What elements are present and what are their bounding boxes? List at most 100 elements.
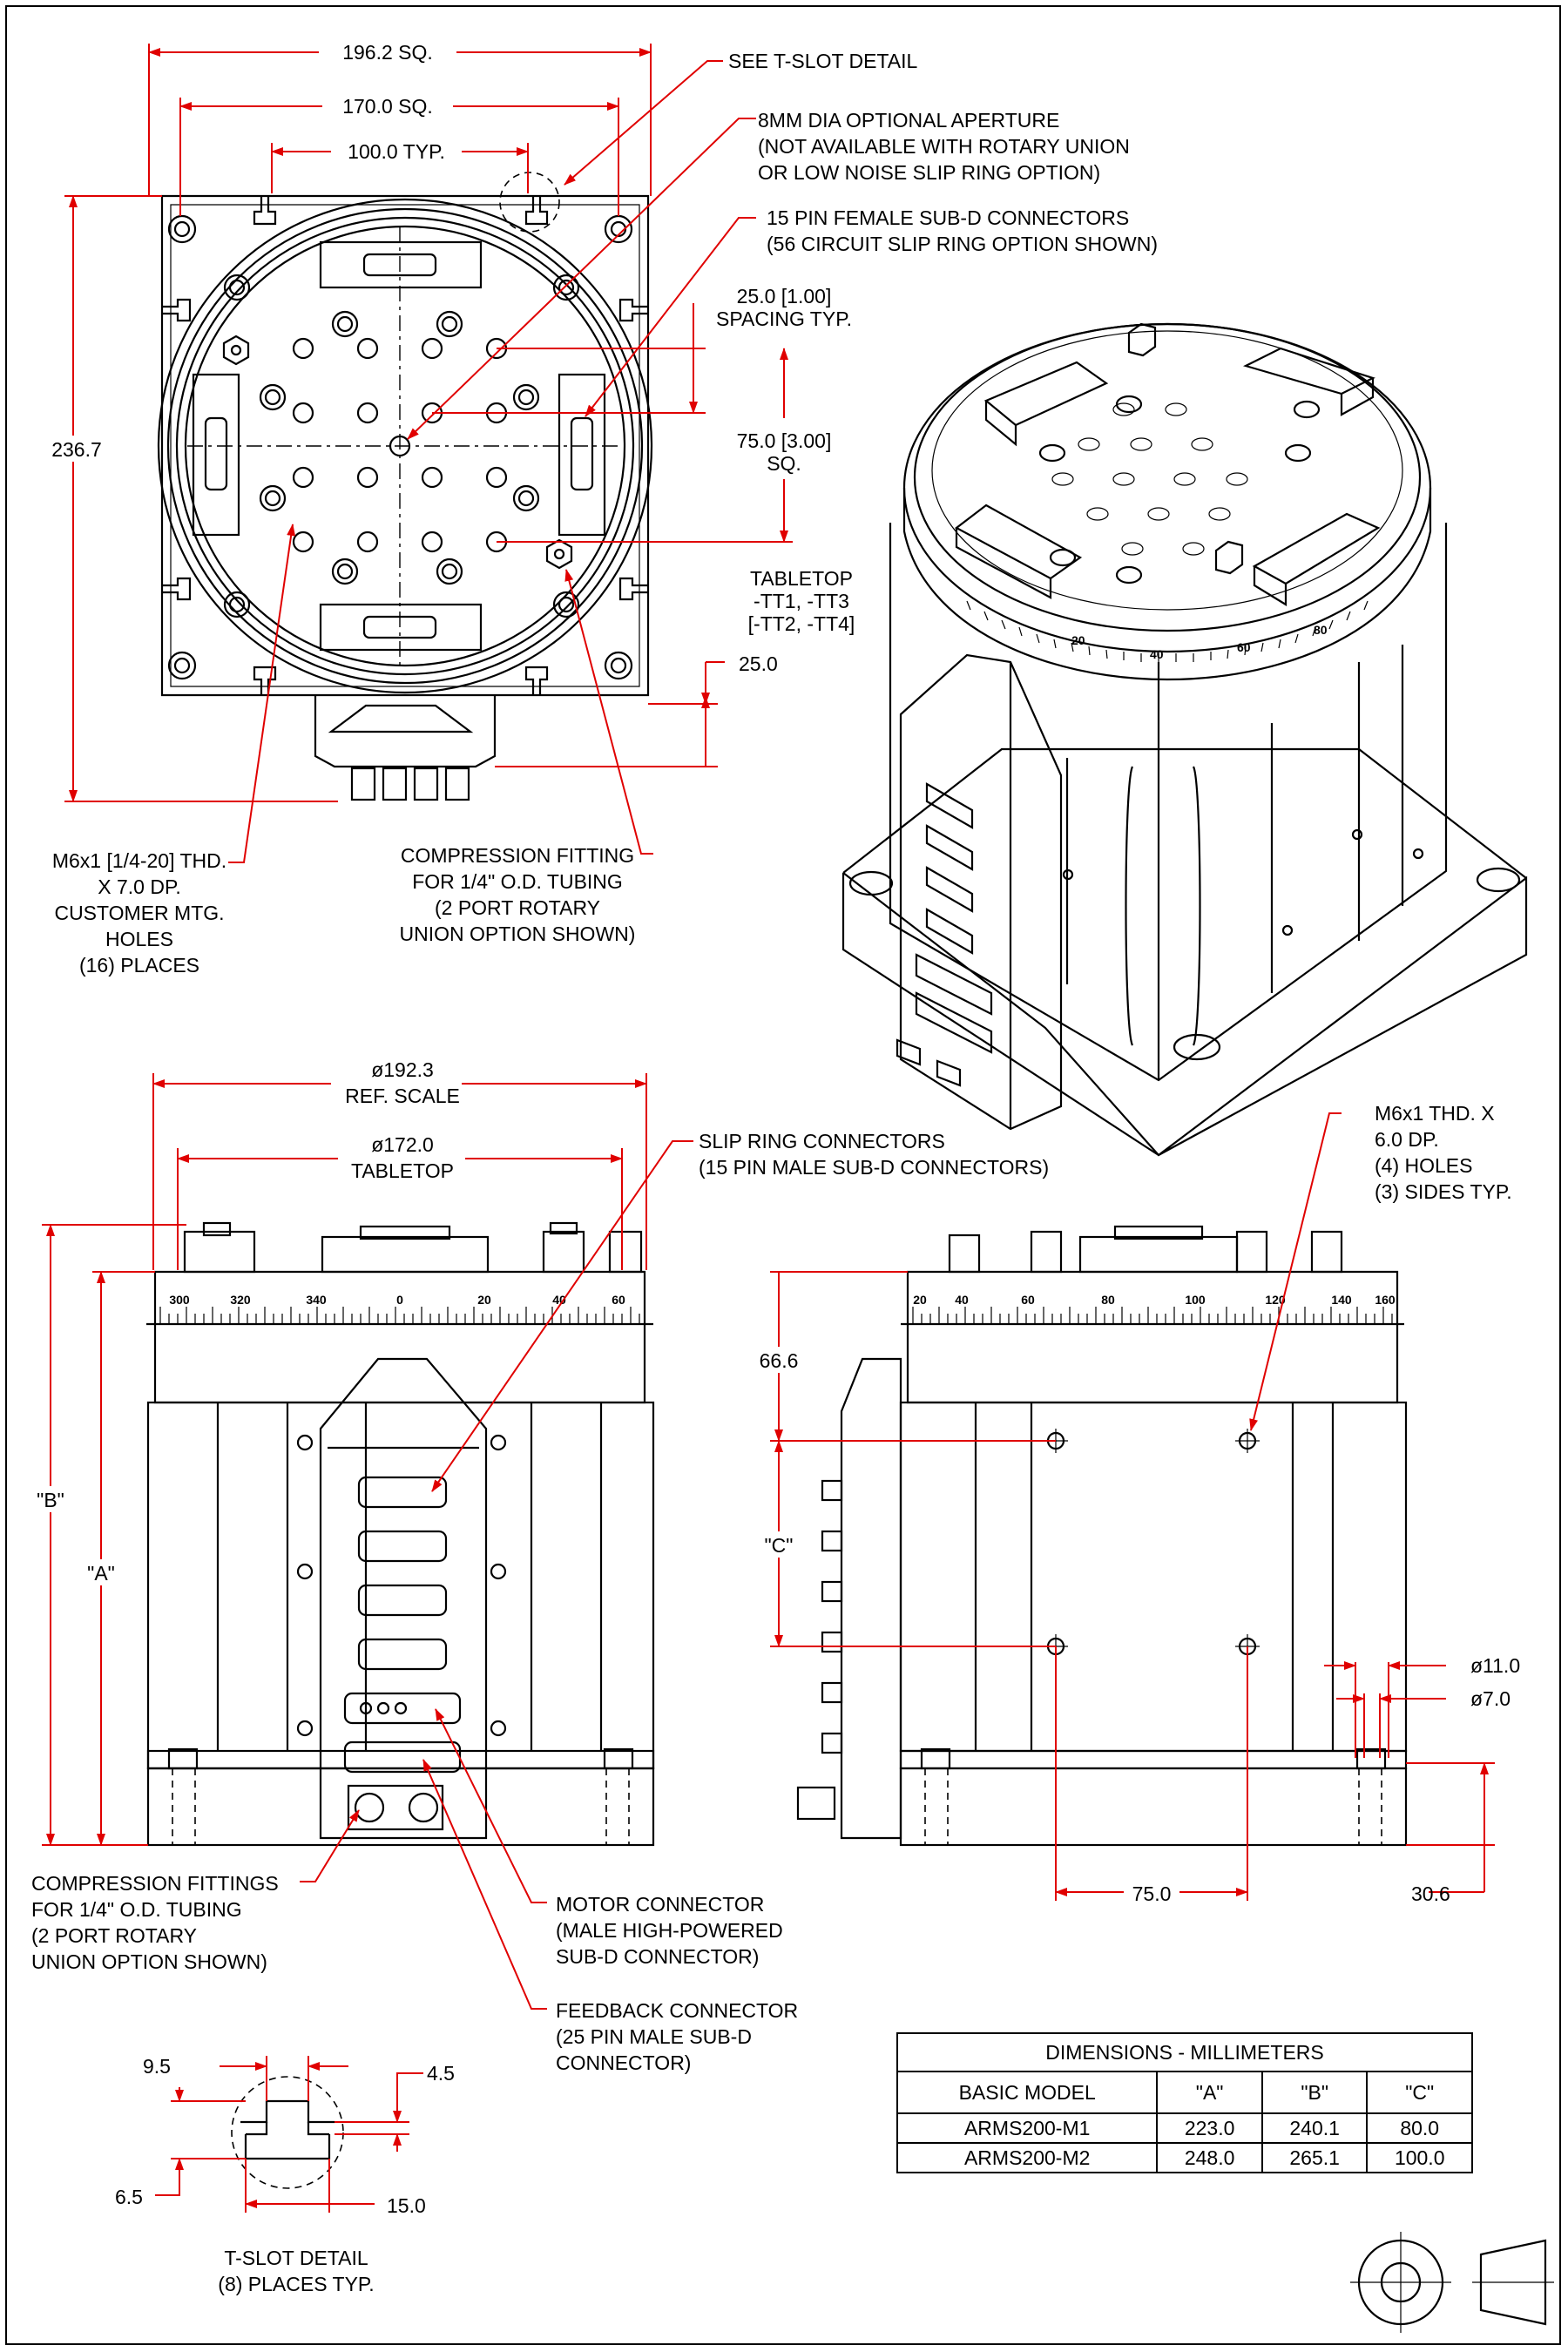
side-scale-80: 80 [1101,1293,1115,1307]
front-scale-300: 300 [169,1293,190,1307]
side-scale-20: 20 [913,1293,927,1307]
table-cell: 100.0 [1366,2142,1473,2173]
tslot-dim-left: 9.5 [143,2055,171,2078]
table-cell: 248.0 [1156,2142,1263,2173]
tslot-title-1: T-SLOT DETAIL [224,2247,368,2269]
side-panel-connectors [796,1479,843,1821]
tslot-dim-bottom: 6.5 [115,2186,143,2208]
side-scale-120: 120 [1265,1293,1286,1307]
side-mounting-holes [1044,1429,1260,1659]
callout-front-compression-3: (2 PORT ROTARY [31,1924,197,1947]
callout-mounting-1: M6x1 [1/4-20] THD. [52,849,226,872]
side-scale-100: 100 [1185,1293,1206,1307]
side-scale-160: 160 [1375,1293,1396,1307]
callout-front-compression-1: COMPRESSION FITTINGS [31,1872,279,1895]
callout-holes-3: (4) HOLES [1375,1154,1472,1177]
iso-scale-40: 40 [1150,647,1164,661]
callout-mounting-2: X 7.0 DP. [98,875,180,898]
tabletop-subd-connectors [192,240,606,652]
table-cell: 223.0 [1156,2112,1263,2144]
dim-cbore-dia: ø11.0 [1470,1654,1520,1677]
dim-ref-scale-2: REF. SCALE [345,1085,460,1107]
table-row: ARMS200-M2 248.0 265.1 100.0 [896,2142,1473,2173]
dim-grid-spacing-1: 25.0 [1.00] [737,285,832,308]
dim-b: "B" [37,1489,64,1511]
callout-tslot: SEE T-SLOT DETAIL [728,50,918,72]
table-row: ARMS200-M1 223.0 240.1 80.0 [896,2112,1473,2144]
dim-tabletop-2: TABLETOP [351,1159,454,1182]
front-scale-20: 20 [477,1293,491,1307]
callout-slip-ring-1: SLIP RING CONNECTORS [699,1130,945,1152]
dim-bottom-offset: 30.6 [1411,1882,1450,1905]
dim-hole-spacing: 75.0 [1132,1882,1172,1905]
callout-holes-2: 6.0 DP. [1375,1128,1439,1151]
dim-hole-dia: ø7.0 [1470,1687,1511,1710]
front-scale-60: 60 [612,1293,625,1307]
dim-overall-height: 236.7 [51,438,102,461]
table-cell: ARMS200-M2 [896,2142,1159,2173]
callout-subd-1: 15 PIN FEMALE SUB-D CONNECTORS [767,206,1129,229]
side-view: 20 40 60 80 100 120 140 160 [751,1102,1520,1906]
callout-feedback-3: CONNECTOR) [556,2051,691,2074]
iso-tabletop-holes [1038,395,1321,585]
callout-feedback-2: (25 PIN MALE SUB-D [556,2025,752,2048]
iso-scale-80: 80 [1314,623,1328,637]
front-scale: 300 320 340 0 20 40 60 [159,1293,640,1324]
iso-scale-20: 20 [1071,633,1085,647]
dim-bolt-square: 170.0 SQ. [342,95,433,118]
dim-fitting-offset: 25.0 [739,652,778,675]
front-scale-40: 40 [552,1293,566,1307]
callout-compression-3: (2 PORT ROTARY [435,896,600,919]
tslot-title-2: (8) PLACES TYP. [218,2273,374,2295]
dim-tabletop-1: ø172.0 [371,1133,434,1156]
front-scale-340: 340 [306,1293,327,1307]
callout-holes-1: M6x1 THD. X [1375,1102,1495,1125]
callout-compression-4: UNION OPTION SHOWN) [400,923,636,945]
t-slot-detail: 9.5 4.5 6.5 15.0 T-SLOT DETAIL (8) PLACE… [115,2055,455,2295]
rotary-union-fittings [350,767,470,801]
callout-aperture-2: (NOT AVAILABLE WITH ROTARY UNION [758,135,1130,158]
corner-bolt-holes [167,214,633,680]
tslot-dim-overall: 15.0 [387,2194,426,2217]
front-scale-0: 0 [396,1293,403,1307]
side-scale-140: 140 [1331,1293,1352,1307]
callout-mounting-4: HOLES [105,928,173,950]
table-cell: 265.1 [1260,2142,1369,2173]
callout-motor-3: SUB-D CONNECTOR) [556,1945,759,1968]
table-cell: ARMS200-M1 [896,2112,1159,2144]
top-view: 196.2 SQ. 170.0 SQ. 100.0 TYP. 236.7 25.… [44,38,1158,977]
iso-scale: 20 40 60 80 [966,600,1369,662]
callout-motor-2: (MALE HIGH-POWERED [556,1919,783,1942]
side-scale-40: 40 [955,1293,969,1307]
callout-compression-2: FOR 1/4" O.D. TUBING [412,870,623,893]
callout-subd-2: (56 CIRCUIT SLIP RING OPTION SHOWN) [767,233,1158,255]
dim-grid-spacing-2: SPACING TYP. [716,308,852,330]
dim-grid-square-1: 75.0 [3.00] [737,429,832,452]
callout-aperture-1: 8MM DIA OPTIONAL APERTURE [758,109,1059,132]
tabletop-codes-2: -TT1, -TT3 [754,590,849,612]
dim-grid-square-2: SQ. [767,452,801,475]
dimension-table: DIMENSIONS - MILLIMETERS BASIC MODEL "A"… [896,2032,1473,2173]
dim-outer-square: 196.2 SQ. [342,41,433,64]
col-header-model: BASIC MODEL [896,2071,1159,2114]
iso-panel-connectors [896,782,993,1087]
iso-scale-60: 60 [1237,640,1251,654]
side-scale: 20 40 60 80 100 120 140 160 [912,1293,1396,1324]
tslot-dim-right: 4.5 [427,2062,455,2085]
callout-holes-4: (3) SIDES TYP. [1375,1180,1512,1203]
dim-ref-scale-1: ø192.3 [371,1058,434,1081]
callout-aperture-3: OR LOW NOISE SLIP RING OPTION) [758,161,1100,184]
callout-motor-1: MOTOR CONNECTOR [556,1893,764,1916]
dimension-table-title: DIMENSIONS - MILLIMETERS [896,2032,1473,2072]
callout-mounting-5: (16) PLACES [79,954,199,977]
drawing-border [5,5,1561,2345]
col-header-a: "A" [1156,2071,1263,2114]
t-slots [162,196,648,695]
side-scale-60: 60 [1021,1293,1035,1307]
table-cell: 80.0 [1366,2112,1473,2144]
front-panel-connectors [343,1476,462,1831]
callout-compression-1: COMPRESSION FITTING [401,844,634,867]
tabletop-codes-1: TABLETOP [750,567,853,590]
front-scale-320: 320 [230,1293,251,1307]
col-header-c: "C" [1366,2071,1473,2114]
